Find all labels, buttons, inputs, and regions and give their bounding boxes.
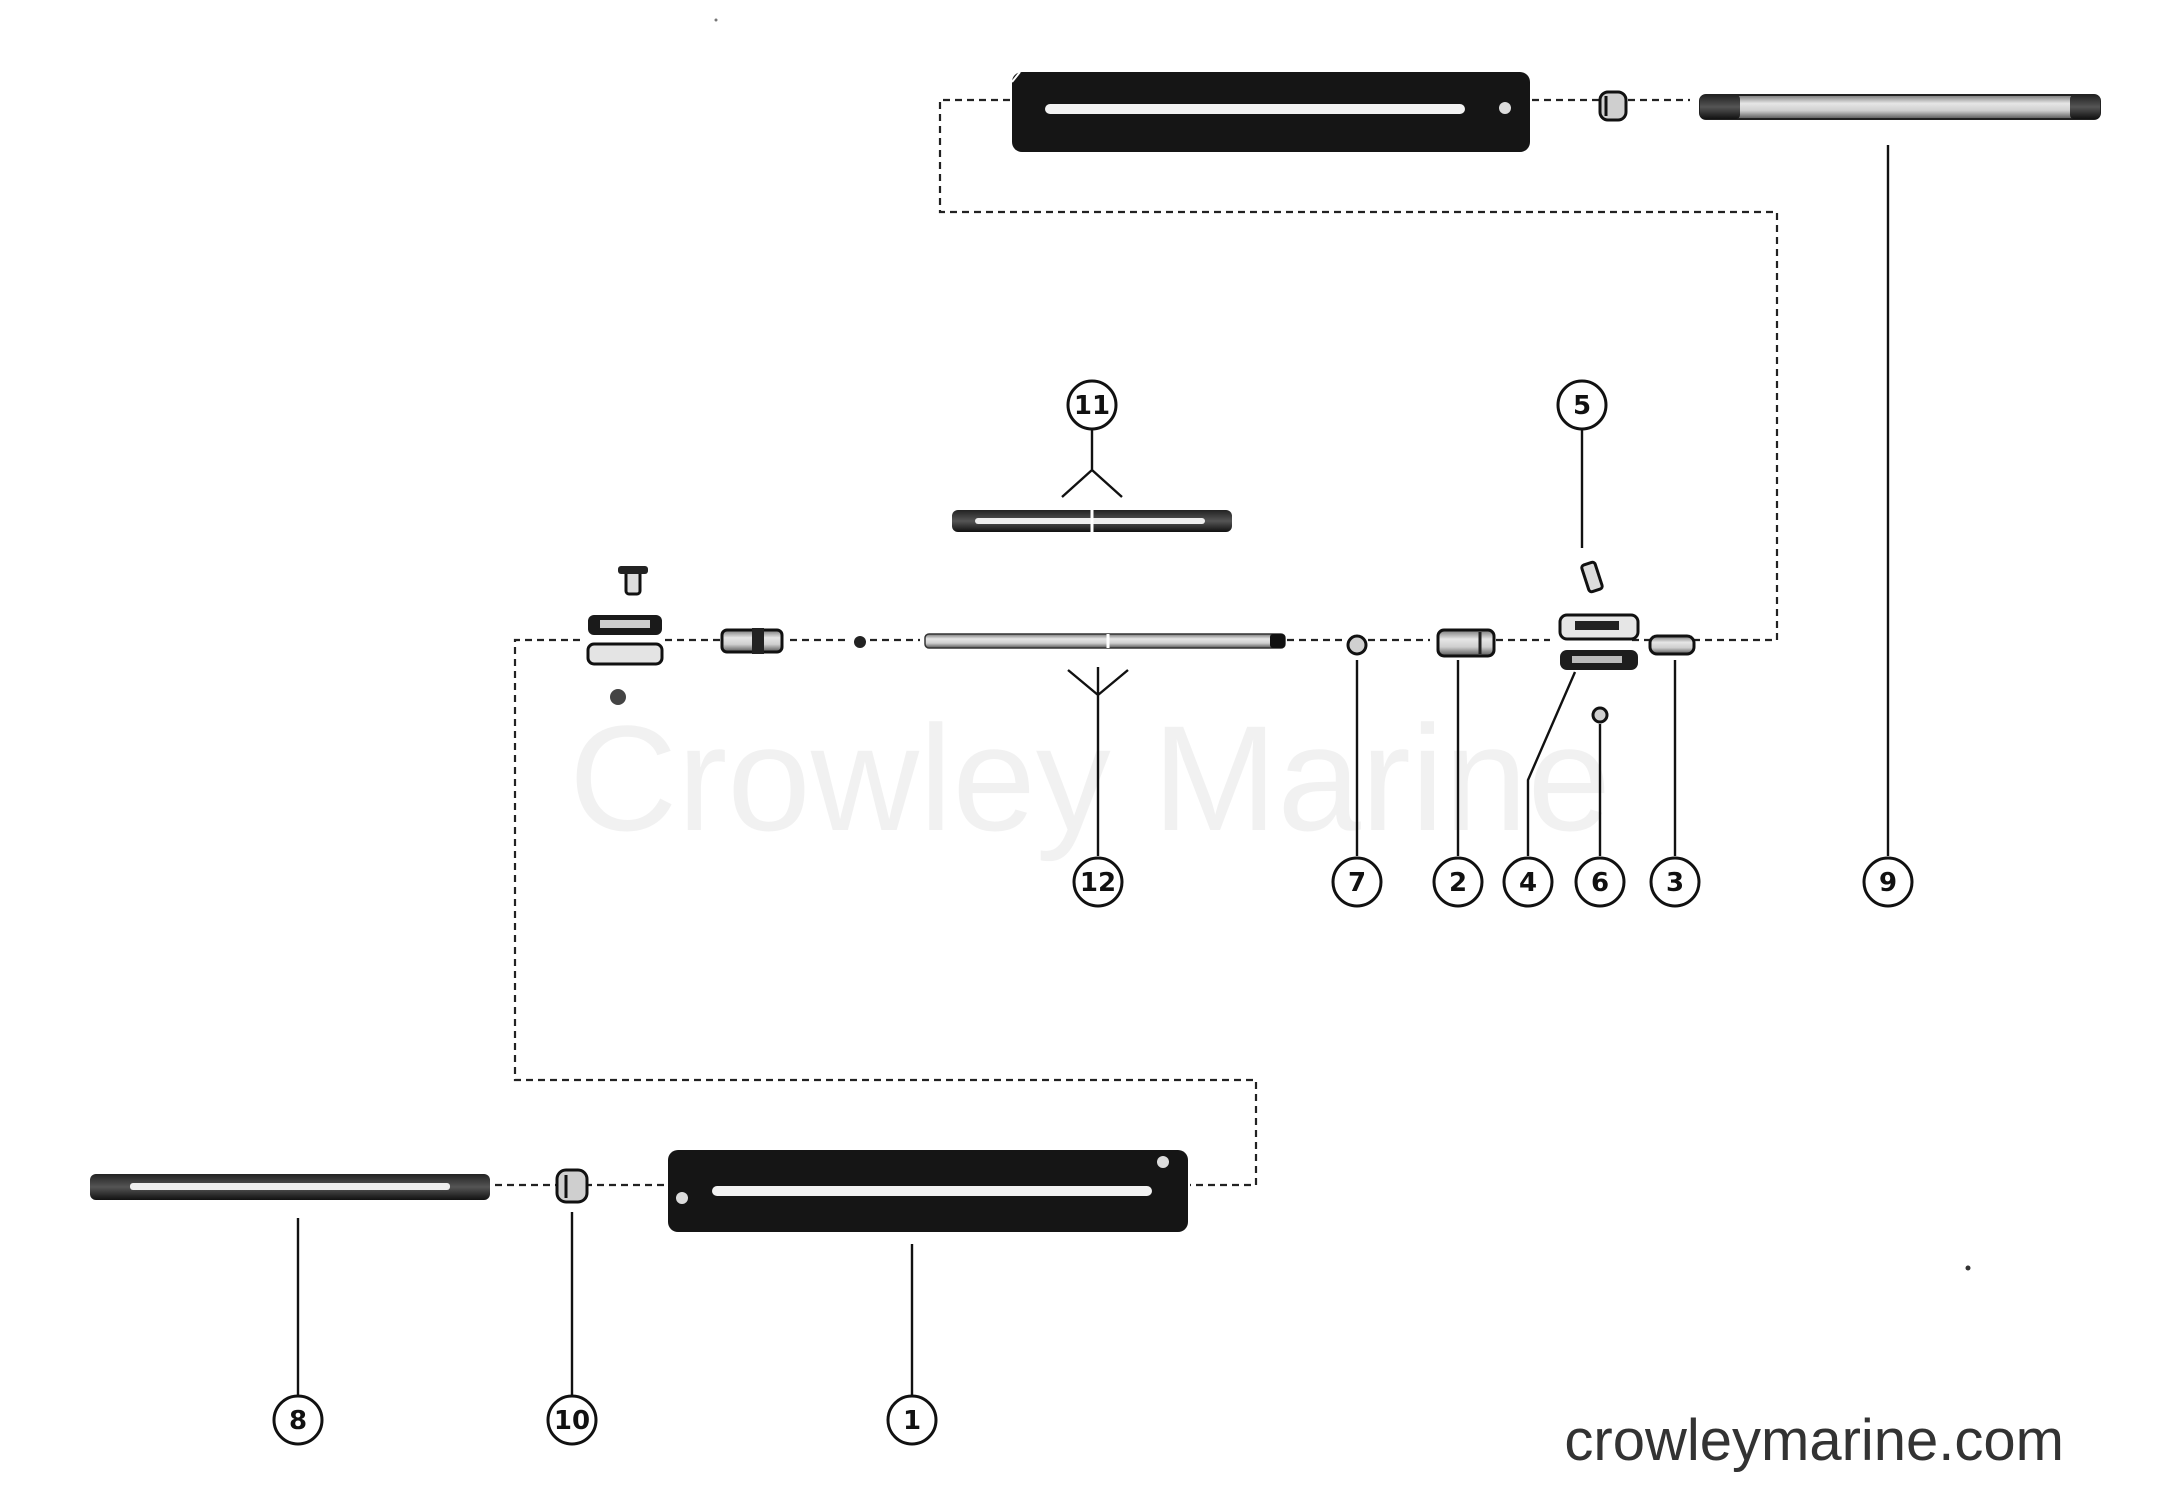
short-rod (952, 510, 1232, 532)
callout-12: 12 (1072, 856, 1124, 908)
upper-nut (1598, 90, 1628, 122)
callout-label: 6 (1591, 868, 1609, 898)
ball-7 (1346, 634, 1368, 656)
callout-label: 11 (1074, 391, 1110, 421)
long-rod (924, 633, 1286, 649)
callout-10: 10 (546, 1394, 598, 1446)
tie-rod-lower (90, 1174, 490, 1200)
callout-11: 11 (1066, 379, 1118, 431)
callout-label: 3 (1666, 868, 1684, 898)
callout-6: 6 (1574, 856, 1626, 908)
lower-nut (555, 1168, 589, 1204)
assembly-lines (495, 98, 1779, 1187)
callout-1: 1 (886, 1394, 938, 1446)
callout-label: 7 (1348, 868, 1366, 898)
pin-3 (1648, 634, 1696, 656)
watermark-text: Crowley Marine (569, 694, 1611, 862)
callout-4: 4 (1502, 856, 1554, 908)
speck (714, 18, 718, 22)
callout-label: 2 (1449, 868, 1467, 898)
callout-3: 3 (1649, 856, 1701, 908)
callout-2: 2 (1432, 856, 1484, 908)
bushing-2 (1436, 628, 1496, 658)
upper-tie-bar-housing (1011, 71, 1530, 152)
callout-label: 4 (1519, 868, 1537, 898)
left-fitting (720, 628, 784, 654)
leader-lines (296, 145, 1890, 1395)
speck (1965, 1265, 1971, 1271)
callout-label: 12 (1080, 868, 1116, 898)
callout-label: 9 (1879, 868, 1897, 898)
callout-9: 9 (1862, 856, 1914, 908)
left-clamp-assembly (586, 566, 664, 705)
lower-tie-bar-housing (668, 1150, 1188, 1232)
callout-5: 5 (1556, 379, 1608, 431)
callout-label: 5 (1573, 391, 1591, 421)
site-url-text: crowleymarine.com (1564, 1408, 2064, 1473)
callout-label: 8 (289, 1406, 307, 1436)
callout-label: 1 (903, 1406, 921, 1436)
callout-8: 8 (272, 1394, 324, 1446)
left-ball (854, 636, 866, 648)
right-clamp-assembly (1558, 560, 1640, 724)
callout-7: 7 (1331, 856, 1383, 908)
callout-label: 10 (554, 1406, 590, 1436)
tie-rod-upper (1699, 94, 2101, 120)
